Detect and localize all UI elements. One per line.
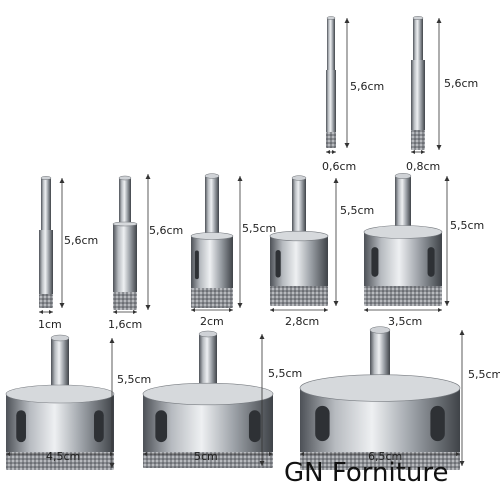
tool-5-body-rim	[190, 232, 234, 240]
tool-3-body	[39, 230, 53, 294]
tool-5-slot-left	[194, 250, 199, 280]
tool-10-shank-cap	[369, 326, 391, 334]
tool-10-diameter-label: 6,5cm	[368, 450, 403, 463]
tool-3-length-label: 5,6cm	[64, 234, 99, 247]
tool-2-shank	[413, 18, 423, 62]
tool-3-shank-cap	[40, 176, 52, 180]
tool-1-diameter-label: 0,6cm	[322, 160, 357, 173]
tool-7-shank	[395, 176, 411, 234]
tool-9-slot-right	[248, 410, 261, 443]
tool-5-shank-cap	[204, 173, 220, 179]
tool-9-drill-bit	[142, 330, 274, 468]
tool-7-length-label: 5,5cm	[450, 219, 485, 232]
tool-3-diameter-arrowheads	[39, 310, 53, 314]
tool-5-length-label: 5,5cm	[242, 222, 277, 235]
tool-4-body	[113, 224, 137, 292]
tool-2-drill-bit	[411, 16, 442, 154]
tool-8-shank	[51, 338, 69, 396]
tool-1-body	[326, 70, 336, 132]
tool-4-diamond-grit-band	[113, 292, 137, 310]
tool-7-shank-cap	[394, 173, 412, 179]
tool-1-shank	[327, 18, 335, 72]
tool-8-shank-cap	[50, 334, 70, 342]
tool-8-diamond-grit-band	[6, 452, 114, 470]
tool-6-slot-left	[275, 250, 281, 278]
tool-9-length-label: 5,5cm	[268, 367, 303, 380]
tool-7-slot-right	[427, 247, 435, 277]
tool-9-body-rim	[142, 382, 274, 406]
tool-2-shank-cap	[412, 16, 424, 20]
tool-4-drill-bit	[112, 174, 151, 314]
tool-6-shank	[292, 178, 306, 238]
tool-7-diameter-label: 3,5cm	[388, 315, 423, 328]
tool-3-diamond-grit-band	[39, 294, 53, 308]
tool-8-drill-bit	[5, 334, 115, 470]
tool-8-slot-left	[16, 410, 26, 443]
tool-10-body-rim	[299, 374, 461, 402]
brand-watermark: GN Forniture	[284, 458, 449, 488]
tool-1-length-label: 5,6cm	[350, 80, 385, 93]
tool-3-diameter-label: 1cm	[38, 318, 62, 331]
tool-9-shank	[199, 334, 217, 396]
tool-3-shank	[41, 178, 51, 232]
tool-9-slot-left	[155, 410, 168, 443]
tool-6-length-label: 5,5cm	[340, 204, 375, 217]
tool-5-diamond-grit-band	[191, 288, 233, 308]
tool-1-diamond-grit-band	[326, 132, 336, 148]
tool-6-drill-bit	[269, 175, 339, 312]
tool-8-body-rim	[5, 384, 115, 404]
tool-7-body-rim	[363, 225, 443, 239]
tool-4-body-rim	[112, 221, 138, 227]
tool-5-shank	[205, 176, 219, 238]
tool-5-drill-bit	[190, 173, 243, 312]
tool-1-drill-bit	[326, 16, 350, 154]
tool-7-drill-bit	[363, 173, 450, 312]
tool-4-shank-cap	[118, 175, 132, 181]
tool-6-shank-cap	[291, 175, 307, 181]
tool-9-diameter-label: 5cm	[194, 450, 218, 463]
tool-1-diameter-arrowheads	[326, 150, 336, 154]
tool-10-drill-bit	[299, 326, 465, 470]
tool-10-length-label: 5,5cm	[468, 368, 500, 381]
tool-6-body-rim	[269, 230, 329, 242]
tool-8-length-label: 5,5cm	[117, 373, 152, 386]
tool-9-diamond-grit-band	[143, 452, 273, 468]
tool-8-slot-right	[94, 410, 104, 443]
tool-4-shank	[119, 178, 131, 226]
tool-1-shank-cap	[326, 16, 336, 20]
tool-5-diameter-label: 2cm	[200, 315, 224, 328]
tool-8-diameter-label: 4,5cm	[46, 450, 81, 463]
tool-2-diameter-label: 0,8cm	[406, 160, 441, 173]
tool-10-diamond-grit-band	[300, 452, 460, 470]
tool-3-drill-bit	[39, 176, 65, 314]
tool-9-shank-cap	[198, 330, 218, 338]
tool-4-length-label: 5,6cm	[149, 224, 184, 237]
tool-2-length-label: 5,6cm	[444, 77, 479, 90]
tool-6-diamond-grit-band	[270, 286, 328, 306]
tool-10-slot-right	[430, 405, 445, 442]
tool-7-diamond-grit-band	[364, 286, 442, 306]
tool-6-diameter-label: 2,8cm	[285, 315, 320, 328]
tool-2-diameter-arrowheads	[411, 150, 425, 154]
tool-2-diamond-grit-band	[411, 130, 425, 150]
tool-2-body	[411, 60, 425, 130]
tool-4-diameter-label: 1,6cm	[108, 318, 143, 331]
tool-10-slot-left	[315, 405, 330, 442]
tool-7-slot-left	[371, 247, 379, 277]
